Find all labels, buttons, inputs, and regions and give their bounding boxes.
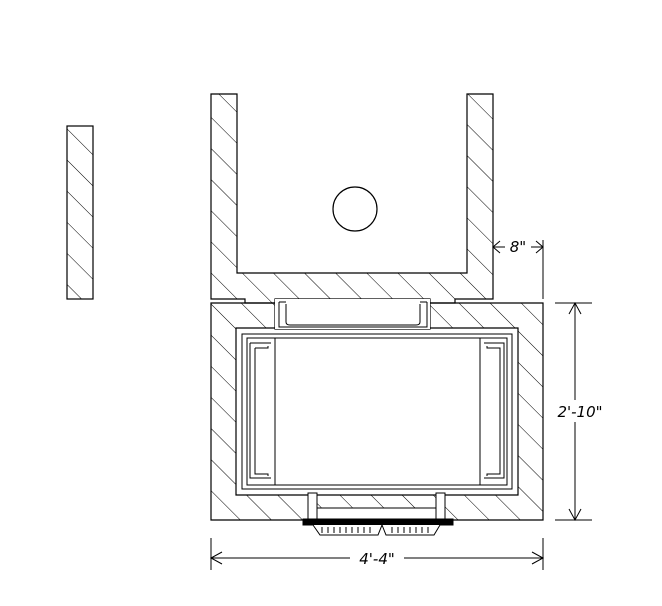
dimension-label-wall-thickness: 8" bbox=[510, 238, 526, 256]
car-enclosure bbox=[241, 333, 513, 490]
dimension-label-height: 2'-10" bbox=[557, 403, 602, 421]
top-rail-channel bbox=[275, 299, 430, 329]
dimension-width bbox=[209, 538, 545, 570]
dimension-wall-thickness bbox=[492, 238, 544, 299]
dimension-label-width: 4'-4" bbox=[359, 550, 395, 568]
right-side-channel bbox=[484, 342, 505, 479]
left-wall-segment bbox=[66, 125, 94, 300]
left-side-channel bbox=[249, 342, 271, 479]
round-opening bbox=[332, 186, 378, 232]
door-threshold bbox=[302, 492, 454, 536]
dimension-height bbox=[554, 301, 604, 522]
